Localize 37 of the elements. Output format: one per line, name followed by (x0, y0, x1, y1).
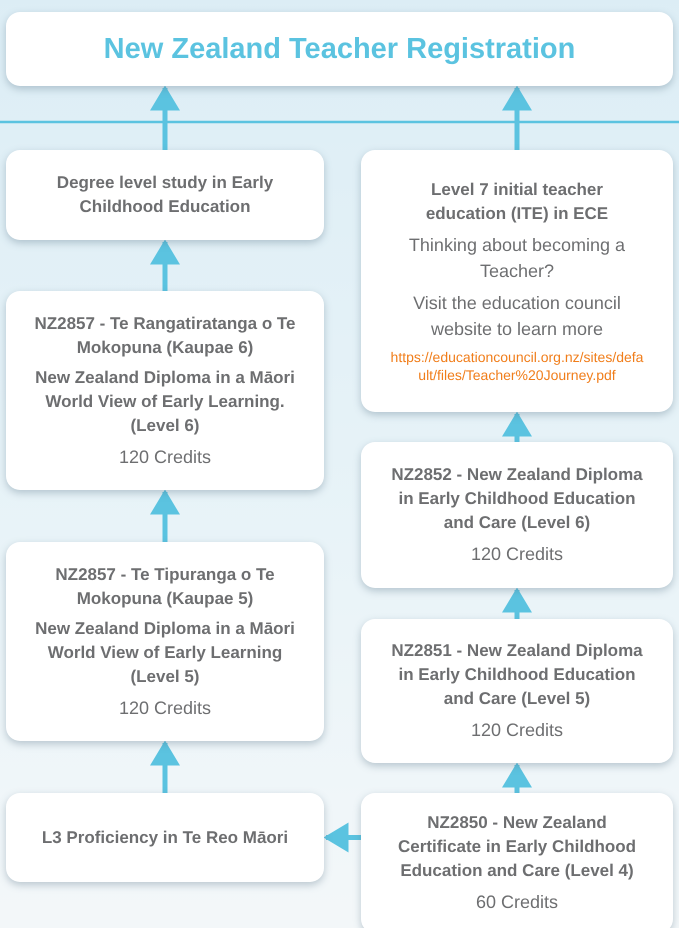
course-title: L3 Proficiency in Te Reo Māori (42, 826, 288, 848)
course-title: NZ2857 - Te Tipuranga o Te Mokopuna (Kaupae 5) (54, 564, 276, 610)
course-title: NZ2852 - New Zealand Diploma in Early Childhood Education and Care (Level 6) (390, 464, 644, 534)
course-title: New Zealand Diploma in a Māori World View of Early Learning. (Level 6) (34, 366, 296, 436)
arrow (150, 490, 180, 542)
course-box (6, 291, 324, 490)
arrow (150, 740, 180, 793)
title-box (6, 12, 673, 86)
course-text: 120 Credits (118, 446, 212, 468)
course-box (361, 619, 673, 763)
course-text: 120 Credits (470, 719, 564, 742)
course-box (361, 793, 673, 928)
course-title: NZ2851 - New Zealand Diploma in Early Childhood Education and Care (Level 5) (390, 640, 644, 710)
course-text: 120 Credits (470, 543, 564, 566)
arrow (502, 762, 532, 793)
arrow (324, 822, 361, 852)
link-text: https://educationcouncil.org.nz/sites/default/files/Teacher%20Journey.pdf (390, 348, 644, 384)
course-title: New Zealand Diploma in a Māori World View of Early Learning (Level 5) (34, 618, 296, 688)
heading-text: New Zealand Teacher Registration (104, 32, 576, 67)
course-box (6, 793, 324, 882)
arrow (150, 86, 180, 150)
course-box (6, 150, 324, 240)
course-text: 60 Credits (476, 891, 558, 914)
course-title: NZ2850 - New Zealand Certificate in Early Childhood Education and Care (Level 4) (396, 812, 638, 882)
course-box (361, 150, 673, 412)
course-box (6, 542, 324, 741)
course-text: Thinking about becoming a Teacher? (408, 234, 626, 283)
arrow (150, 240, 180, 291)
course-box (361, 442, 673, 588)
arrow (502, 412, 532, 442)
arrow (502, 588, 532, 619)
course-title: NZ2857 - Te Rangatiratanga o Te Mokopuna (Kaupae 6) (34, 312, 296, 358)
course-text: 120 Credits (118, 696, 212, 720)
course-title: Level 7 initial teacher education (ITE) in ECE (424, 179, 610, 225)
course-title: Degree level study in Early Childhood Education (56, 172, 274, 218)
course-text: Visit the education council website to learn more (412, 292, 622, 341)
arrow (502, 86, 532, 150)
